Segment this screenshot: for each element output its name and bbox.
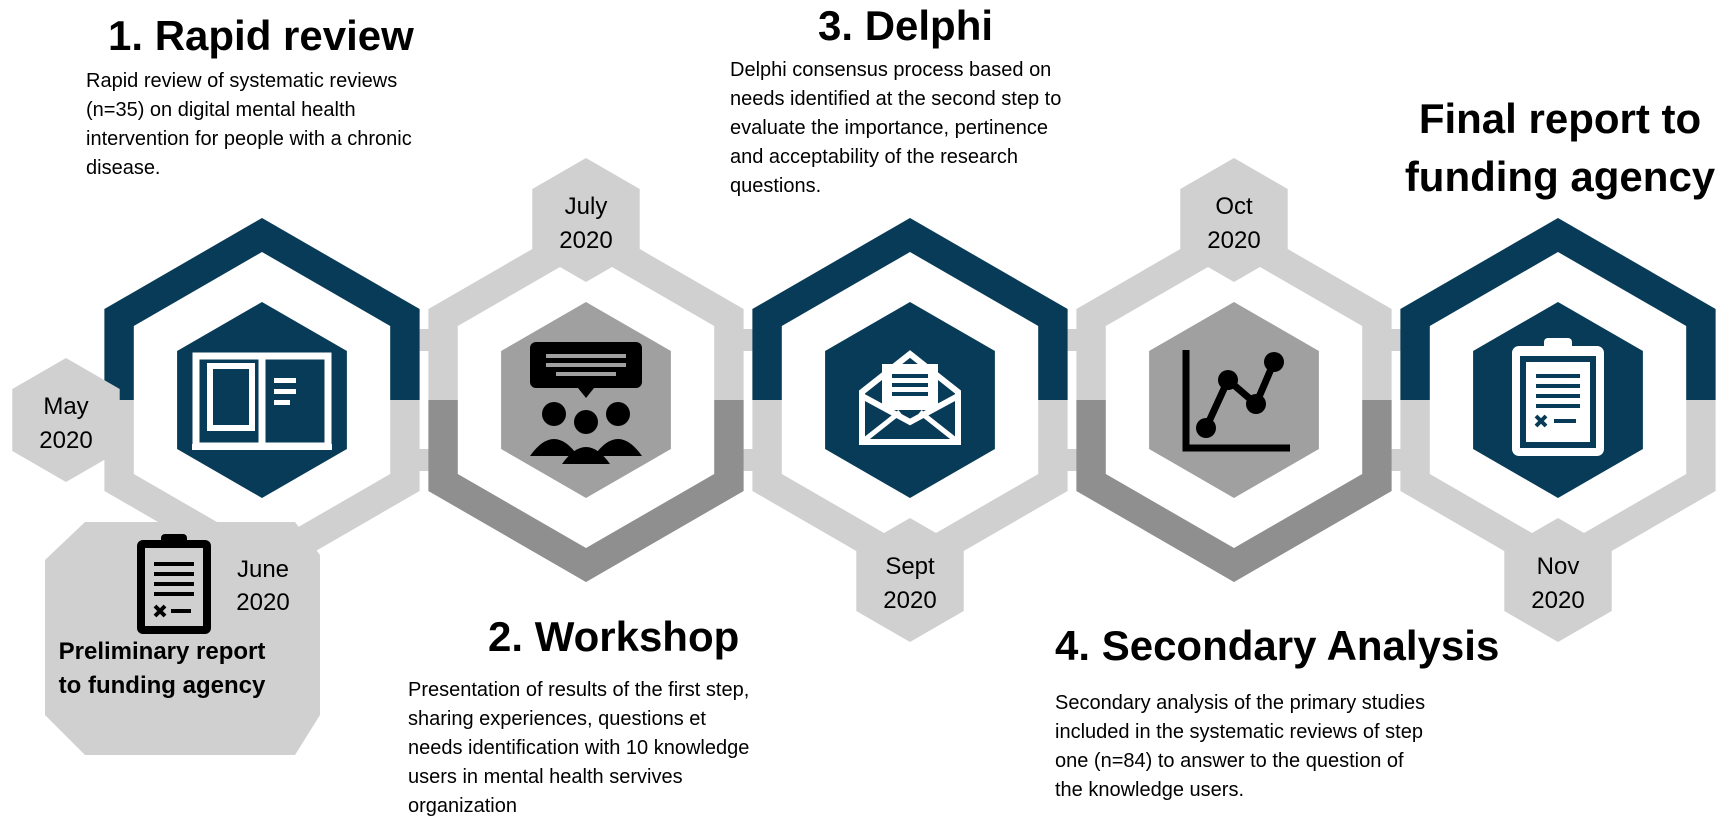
date-year: 2020 [559,227,612,254]
step-2-title: 2. Workshop [488,613,740,660]
preliminary-date-year: 2020 [236,589,289,616]
step-2-description: Presentation of results of the first ste… [408,679,750,817]
open-envelope-icon [859,350,961,445]
preliminary-date-month: June [237,556,289,583]
preliminary-report-label: Preliminary report to funding agency [58,638,266,699]
date-hexagon: Sept 2020 [856,518,964,642]
date-hexagon: Nov 2020 [1504,518,1612,642]
icon-hexagons [177,302,1643,498]
date-month: July [565,193,608,220]
date-year: 2020 [883,587,936,614]
step-3-title: 3. Delphi [818,2,994,49]
clipboard-report-icon [1512,338,1604,456]
date-year: 2020 [39,427,92,454]
open-book-icon [192,352,332,450]
line-chart-icon [1182,350,1290,452]
date-month: Nov [1537,553,1580,580]
final-report-title: Final report to funding agency [1404,95,1716,200]
step-1-description: Rapid review of systematic reviews (n=35… [86,70,412,179]
date-month: Sept [885,553,935,580]
date-hexagon: Oct 2020 [1180,158,1288,282]
preliminary-report-badge: June 2020 [45,522,320,755]
step-4-description: Secondary analysis of the primary studie… [1055,692,1426,801]
preliminary-badge-shape [45,522,320,755]
step-4-title: 4. Secondary Analysis [1055,622,1500,669]
step-1-title: 1. Rapid review [108,12,414,59]
date-hexagon: May 2020 [12,358,120,482]
group-discussion-icon [530,342,642,464]
date-month: Oct [1215,193,1253,220]
date-year: 2020 [1207,227,1260,254]
step-3-description: Delphi consensus process based on needs … [730,59,1062,197]
date-year: 2020 [1531,587,1584,614]
date-hexagon: July 2020 [532,158,640,282]
clipboard-report-icon [137,534,211,634]
date-month: May [43,393,88,420]
